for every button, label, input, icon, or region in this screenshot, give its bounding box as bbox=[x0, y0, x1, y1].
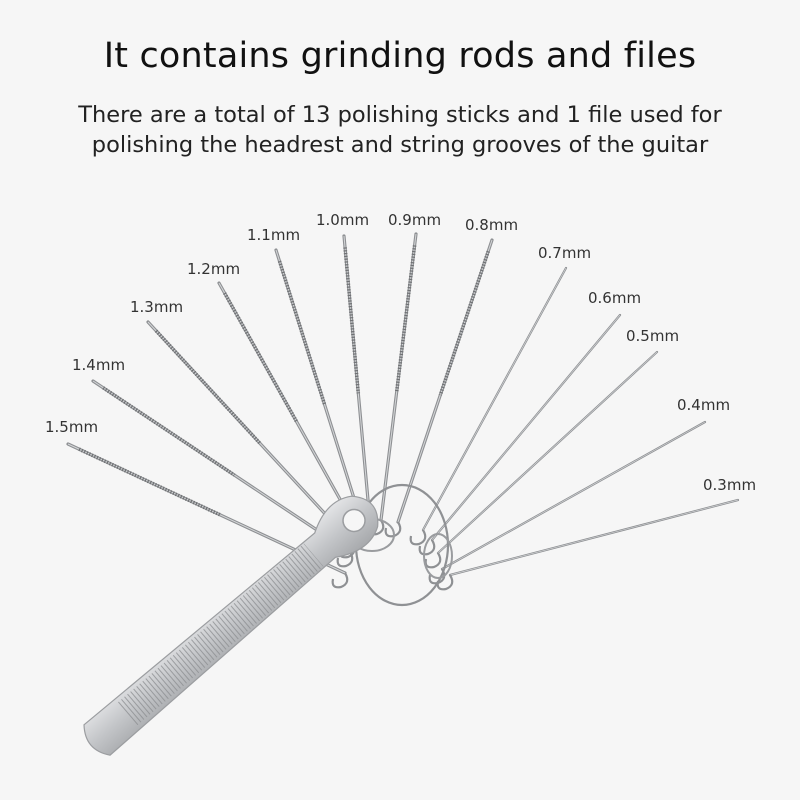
rod-knurl bbox=[343, 247, 361, 394]
rod-size-label: 1.0mm bbox=[316, 211, 369, 229]
hand-file bbox=[83, 495, 379, 756]
rod-size-label: 1.2mm bbox=[187, 260, 240, 278]
subtitle-line-1: There are a total of 13 polishing sticks… bbox=[78, 102, 722, 128]
rod-highlight bbox=[422, 267, 567, 531]
rod-size-label: 1.4mm bbox=[72, 356, 125, 374]
rod-hook bbox=[424, 552, 442, 569]
rod-size-label: 0.7mm bbox=[538, 244, 591, 262]
rod-size-label: 1.3mm bbox=[130, 298, 183, 316]
rod-size-label: 0.8mm bbox=[465, 216, 518, 234]
polishing-rod: 0.9mm bbox=[367, 211, 441, 536]
rod-size-label: 1.1mm bbox=[247, 226, 300, 244]
polishing-rod: 1.2mm bbox=[187, 260, 364, 551]
polishing-rod: 1.4mm bbox=[72, 356, 354, 568]
polishing-rod: 1.0mm bbox=[316, 211, 374, 538]
polishing-rod: 0.3mm bbox=[436, 476, 756, 591]
rod-knurl bbox=[394, 245, 417, 392]
subtitle-line-2: polishing the headrest and string groove… bbox=[91, 132, 709, 158]
rod-size-label: 1.5mm bbox=[45, 418, 98, 436]
rod-highlight bbox=[449, 499, 739, 576]
rod-knurl bbox=[438, 250, 490, 396]
rod-hook bbox=[336, 551, 354, 568]
rod-knurl bbox=[223, 292, 299, 423]
rod-hook bbox=[436, 574, 454, 591]
rod-size-label: 0.4mm bbox=[677, 396, 730, 414]
rod-hook bbox=[409, 529, 427, 546]
page-title: It contains grinding rods and files bbox=[103, 36, 697, 76]
rod-highlight bbox=[437, 351, 658, 554]
polishing-rod: 1.3mm bbox=[130, 298, 356, 559]
rod-knurl bbox=[102, 386, 236, 477]
rod-size-label: 0.3mm bbox=[703, 476, 756, 494]
rod-highlight bbox=[92, 380, 351, 553]
rods-group: 1.5mm 1.4mm 1.3mm 1.2mm 1.1mm 1.0mm 0.9mm 0.8mm… bbox=[45, 211, 756, 591]
rod-size-label: 0.6mm bbox=[588, 289, 641, 307]
page-subtitle: There are a total of 13 polishing sticks… bbox=[0, 100, 800, 160]
rod-hook bbox=[331, 572, 349, 589]
polishing-rod: 0.6mm bbox=[418, 289, 641, 556]
rod-knurl bbox=[78, 447, 222, 517]
rod-highlight bbox=[397, 239, 493, 523]
polishing-rod: 0.7mm bbox=[409, 244, 591, 546]
rod-highlight bbox=[441, 421, 706, 570]
rod-hook bbox=[418, 539, 436, 556]
polishing-rod: 0.4mm bbox=[428, 396, 730, 585]
rod-size-label: 0.5mm bbox=[626, 327, 679, 345]
rod-highlight bbox=[431, 314, 621, 541]
polishing-rod: 0.8mm bbox=[384, 216, 518, 538]
rod-size-label: 0.9mm bbox=[388, 211, 441, 229]
polishing-rod: 0.5mm bbox=[424, 327, 679, 569]
rod-knurl bbox=[154, 329, 262, 445]
